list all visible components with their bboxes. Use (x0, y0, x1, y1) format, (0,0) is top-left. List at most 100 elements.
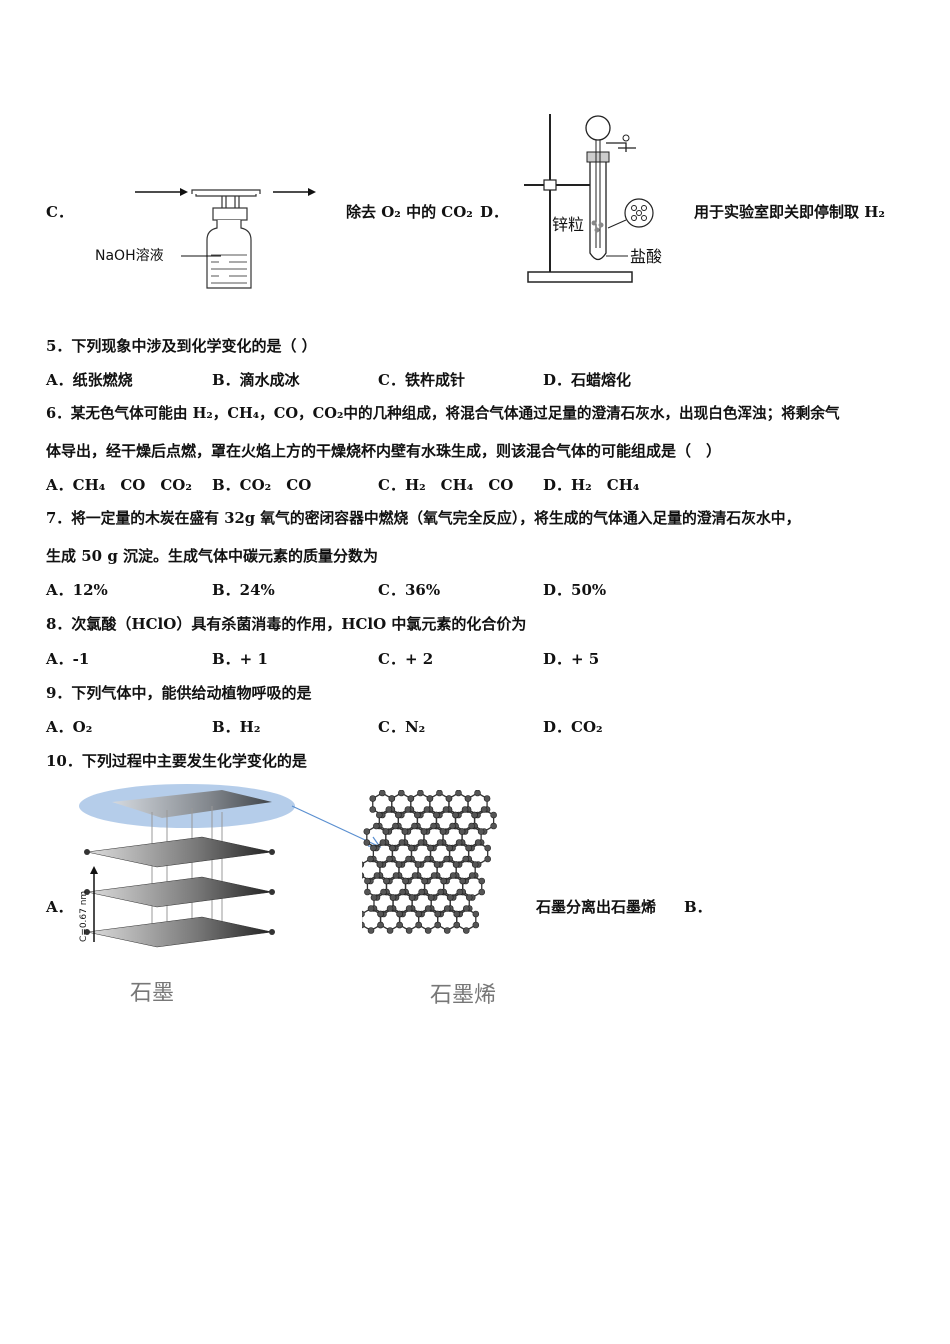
carbon-atom (477, 828, 485, 835)
graphite-figure: C=0.67 nm 石墨 (79, 784, 295, 1006)
carbon-atom (363, 839, 371, 846)
carbon-atom (382, 828, 390, 835)
carbon-atom (395, 861, 403, 868)
carbon-atom (446, 844, 453, 852)
carbon-atom (452, 811, 459, 819)
carbon-atom (396, 910, 403, 918)
carbon-atom (472, 910, 480, 918)
carbon-atom (423, 806, 431, 813)
carbon-atom (490, 811, 497, 819)
carbon-atom (362, 861, 365, 868)
hydrogen-generator-figure: 锌粒 盐酸 (524, 114, 662, 283)
naoh-solution-label: NaOH溶液 (95, 248, 164, 264)
carbon-atom (443, 905, 451, 912)
q7-stem-line1: 7．将一定量的木炭在盛有 32g 氧气的密闭容器中燃烧（氧气完全反应），将生成的… (46, 510, 801, 527)
q7-option-c: C．36% (378, 581, 441, 599)
carbon-atom (414, 861, 422, 868)
carbon-atom (453, 921, 461, 929)
carbon-atom (414, 811, 421, 819)
carbon-atom (471, 861, 479, 868)
carbon-atom (458, 828, 466, 835)
interlayer-distance-label: C=0.67 nm (79, 891, 89, 942)
carbon-atom (386, 927, 394, 934)
carbon-atom (426, 795, 434, 802)
carbon-atom (402, 877, 409, 885)
carbon-atom (369, 806, 377, 813)
carbon-atom (377, 910, 384, 918)
acid-label: 盐酸 (630, 247, 662, 266)
q9-stem: 9．下列气体中，能供给动植物呼吸的是 (46, 684, 312, 702)
carbon-atom (364, 877, 371, 885)
q8-option-a: A．-1 (46, 650, 90, 668)
carbon-atom (443, 927, 451, 934)
q7-option-b: B．24% (212, 581, 275, 599)
carbon-atom (411, 822, 418, 830)
carbon-atom (483, 795, 491, 802)
carbon-atom (399, 888, 406, 896)
carbon-atom (415, 910, 422, 918)
carbon-atom (367, 927, 375, 934)
zinc-label: 锌粒 (552, 215, 584, 234)
q10-stem: 10．下列过程中主要发生化学变化的是 (46, 752, 307, 770)
carbon-atom (427, 894, 435, 901)
carbon-atom (433, 861, 441, 868)
carbon-atom (472, 921, 480, 929)
carbon-atom (459, 877, 466, 885)
carbon-atom (362, 910, 365, 918)
carbon-atom (462, 855, 469, 863)
carbon-atom (436, 790, 443, 797)
carbon-atom (449, 822, 456, 830)
carbon-atom (385, 806, 393, 813)
q9-option-b: B．H₂ (212, 718, 261, 736)
q6-stem-line1: 6．某无色气体可能由 H₂，CH₄，CO，CO₂中的几种组成，将混合气体通过足量… (46, 405, 840, 422)
q9-option-c: C．N₂ (378, 718, 426, 736)
carbon-atom (446, 894, 454, 901)
carbon-atom (398, 839, 406, 846)
carbon-atom (474, 790, 481, 797)
carbon-atom (383, 877, 390, 885)
carbon-atom (392, 822, 399, 830)
carbon-atom (396, 921, 403, 929)
graphene-hexagon (362, 907, 382, 932)
carbon-atom (480, 806, 488, 813)
q6-option-c: C．H₂ CH₄ CO (378, 476, 514, 494)
carbon-atom (468, 822, 475, 830)
carbon-atom (411, 872, 419, 879)
carbon-atom (405, 905, 413, 912)
q6-stem-line2: 体导出，经干燥后点燃，罩在火焰上方的干燥烧杯内壁有水珠生成，则该混合气体的可能组… (46, 442, 722, 460)
carbon-atom (430, 872, 438, 879)
gas-washing-bottle-figure: NaOH溶液 (95, 188, 316, 289)
q6-option-a: A．CH₄ CO CO₂ (46, 476, 192, 494)
carbon-atom (424, 927, 432, 934)
carbon-atom (417, 790, 424, 797)
q4-option-c-text: 除去 O₂ 中的 CO₂ (346, 203, 473, 221)
carbon-atom (373, 822, 380, 830)
carbon-atom (439, 828, 447, 835)
carbon-atom (465, 844, 472, 852)
q7-option-a: A．12% (46, 581, 108, 599)
carbon-atom (415, 921, 422, 929)
carbon-atom (370, 844, 377, 852)
carbon-atom (474, 839, 482, 846)
carbon-atom (407, 795, 415, 802)
carbon-atom (440, 877, 447, 885)
carbon-atom (376, 861, 384, 868)
carbon-atom (404, 806, 412, 813)
carbon-atom (398, 790, 405, 797)
q7-option-d: D．50% (543, 581, 607, 599)
carbon-atom (367, 855, 374, 863)
q5-option-c: C．铁杵成针 (378, 371, 465, 389)
carbon-atom (367, 905, 375, 912)
carbon-atom (379, 839, 387, 846)
carbon-atom (418, 888, 425, 896)
q5-stem: 5．下列现象中涉及到化学变化的是（ ） (46, 337, 317, 355)
carbon-atom (389, 894, 397, 901)
carbon-atom (456, 888, 464, 896)
carbon-atom (424, 855, 431, 863)
carbon-atom (377, 921, 384, 929)
carbon-atom (468, 872, 476, 879)
carbon-atom (370, 894, 378, 901)
graphene-label: 石墨烯 (430, 983, 496, 1008)
carbon-atom (424, 905, 432, 912)
carbon-atom (364, 888, 371, 896)
